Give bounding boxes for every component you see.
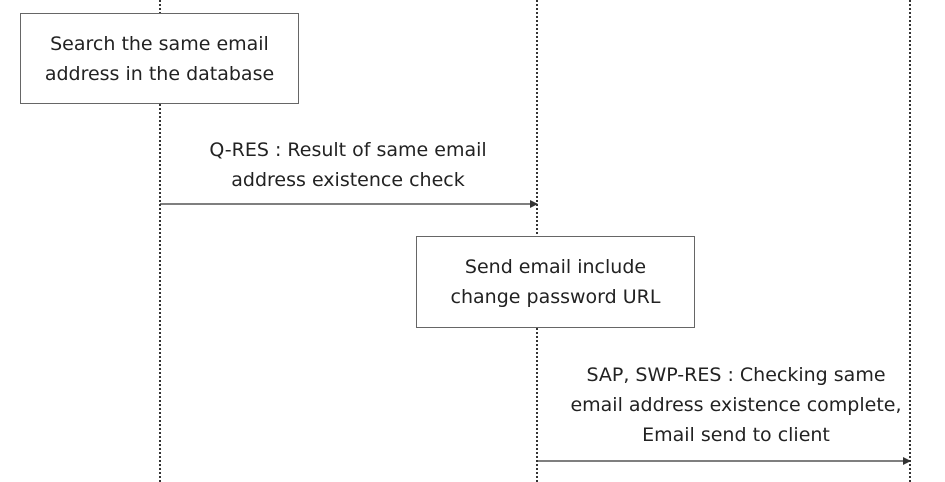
send-email-box: Send email include change password URL xyxy=(416,236,695,328)
lifeline-database xyxy=(159,0,161,482)
lifeline-client xyxy=(909,0,911,482)
search-database-label: Search the same email address in the dat… xyxy=(44,32,275,85)
search-database-box: Search the same email address in the dat… xyxy=(20,13,299,104)
send-email-label: Send email include change password URL xyxy=(450,256,661,308)
qres-message-label: Q-RES : Result of same email address exi… xyxy=(209,139,487,191)
sap-message-label: SAP, SWP-RES : Checking same email addre… xyxy=(570,364,902,446)
